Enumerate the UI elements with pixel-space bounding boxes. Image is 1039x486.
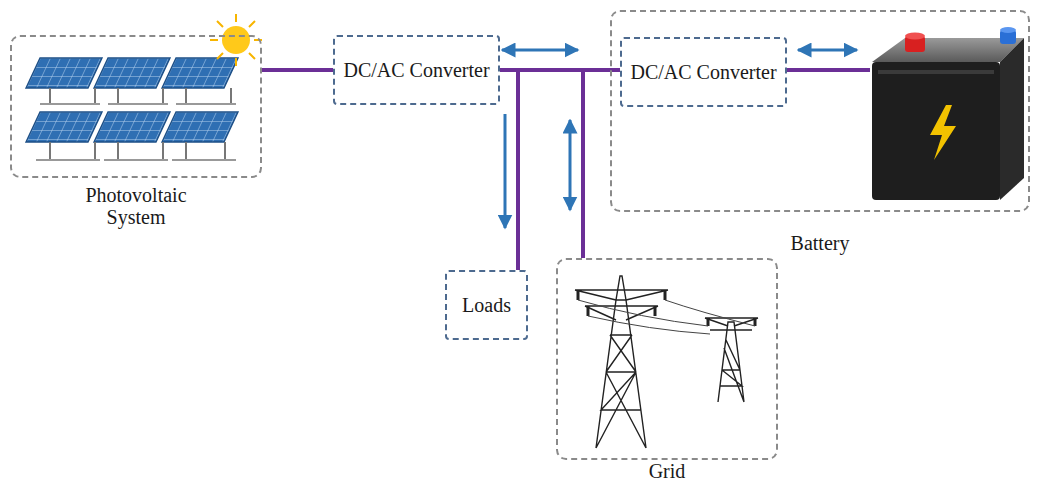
power-line [262, 68, 333, 72]
grid-box: Grid [556, 258, 778, 460]
flow-arrow [569, 120, 572, 210]
power-connector [787, 50, 870, 70]
power-line [500, 70, 518, 270]
flow-arrow [798, 49, 857, 52]
node-label: DC/AC Converter [630, 61, 776, 83]
battery-icon [872, 27, 1024, 200]
power-connector [500, 50, 620, 70]
power-connector [500, 70, 583, 258]
node-caption: Battery [760, 232, 880, 254]
transmission-towers [575, 276, 758, 448]
node-label: DC/AC Converter [343, 59, 489, 81]
power-connector [262, 70, 333, 71]
node-label: Loads [462, 294, 511, 316]
power-connector [500, 70, 518, 270]
converter-box: DC/AC Converter [620, 37, 787, 107]
battery-box: BatteryDC/AC Converter [610, 10, 1030, 212]
node-caption: Grid [627, 460, 707, 482]
pv-system-box: Photovoltaic System [10, 35, 262, 178]
power-line [787, 68, 870, 72]
node-caption: Photovoltaic System [66, 184, 206, 228]
flow-arrow [504, 114, 507, 228]
sun [210, 14, 262, 66]
solar-panels [26, 58, 238, 160]
flow-arrow [502, 49, 578, 52]
power-line [500, 70, 583, 258]
converter-box: DC/AC Converter [333, 35, 500, 105]
loads-box: Loads [445, 270, 528, 340]
